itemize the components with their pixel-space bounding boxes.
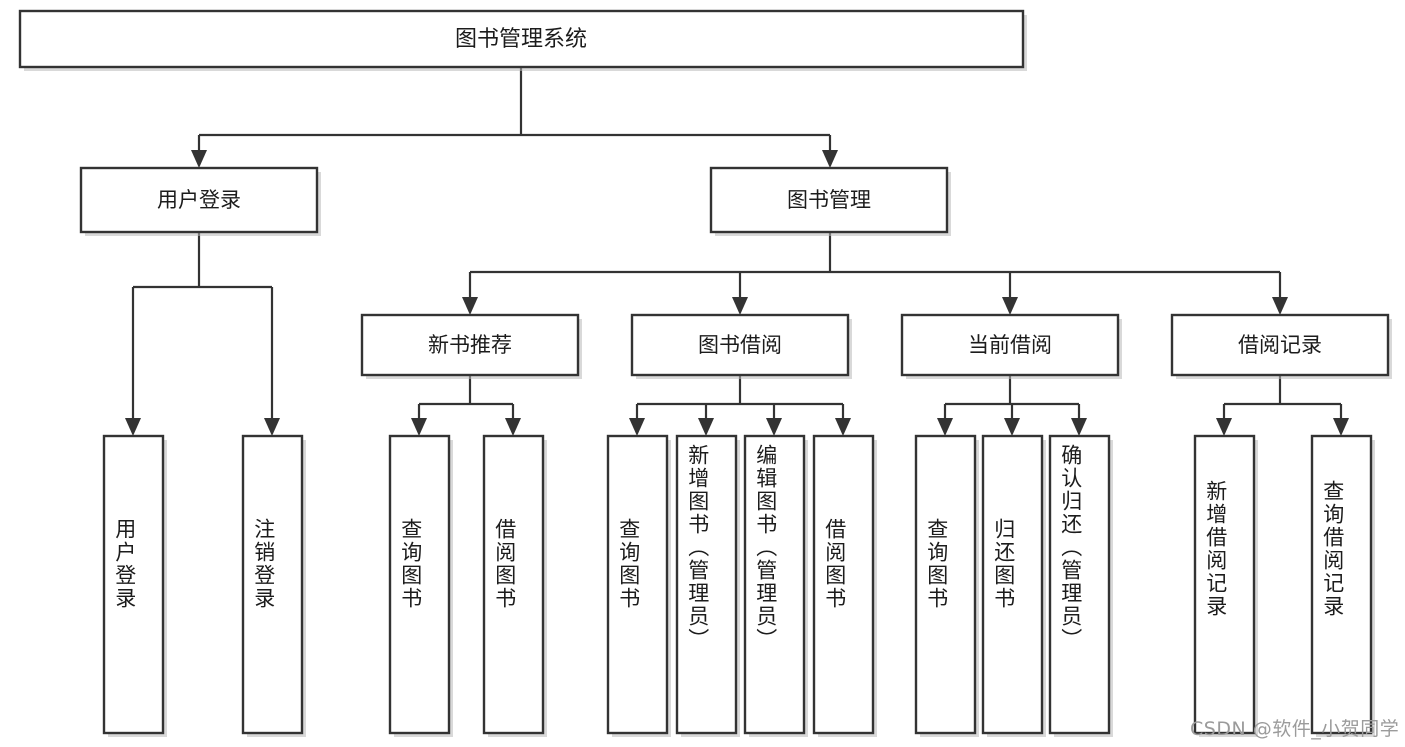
arrow-head-leaf-edit-book-admin — [766, 418, 782, 436]
node-book-borrowing-label: 图书借阅 — [698, 333, 782, 357]
node-borrowing-records[interactable] — [1170, 313, 1390, 377]
arrow-head-leaf-return-book — [1004, 418, 1020, 436]
node-book-borrowing[interactable] — [630, 313, 850, 377]
leaf-query-book-borrow-box[interactable] — [606, 434, 669, 735]
node-new-book-recommendation[interactable] — [360, 313, 580, 377]
arrow-head-leaf-user-login — [125, 418, 141, 436]
node-book-management-label: 图书管理 — [787, 188, 871, 212]
arrow-head-leaf-add-record — [1216, 418, 1232, 436]
node-user-login-label: 用户登录 — [157, 188, 241, 212]
leaf-add-record-box[interactable] — [1193, 434, 1256, 735]
leaf-add-book-admin-box[interactable] — [675, 434, 738, 735]
leaf-user-login-box[interactable] — [102, 434, 165, 735]
leaf-return-book-box[interactable] — [981, 434, 1044, 735]
leaf-query-book-current-box[interactable] — [914, 434, 977, 735]
node-book-management[interactable] — [709, 166, 949, 234]
arrow-head-new-book-recommendation — [462, 297, 478, 315]
arrow-head-leaf-borrow-book-rec — [505, 418, 521, 436]
node-new-book-recommendation-label: 新书推荐 — [428, 333, 512, 357]
arrow-head-leaf-logout — [264, 418, 280, 436]
arrow-head-book-management — [822, 150, 838, 168]
root-node-label: 图书管理系统 — [455, 27, 587, 52]
csdn-watermark: CSDN @软件_小贺同学 — [1190, 718, 1400, 740]
leaf-query-record-box[interactable] — [1310, 434, 1373, 735]
leaf-logout-box[interactable] — [241, 434, 304, 735]
arrow-head-user-login — [191, 150, 207, 168]
arrow-head-leaf-query-record — [1333, 418, 1349, 436]
leaf-borrow-book-rec-box[interactable] — [482, 434, 545, 735]
arrow-head-leaf-borrow-book — [835, 418, 851, 436]
node-borrowing-records-label: 借阅记录 — [1238, 333, 1322, 357]
root-node-box[interactable] — [18, 9, 1025, 69]
node-user-login[interactable] — [79, 166, 319, 234]
arrow-head-leaf-query-book-rec — [411, 418, 427, 436]
leaf-edit-book-admin-box[interactable] — [743, 434, 806, 735]
arrow-head-leaf-query-book-borrow — [629, 418, 645, 436]
arrow-head-borrowing-records — [1272, 297, 1288, 315]
node-layer: 图书管理系统 用户登录 图书管理 新书推荐 图书借阅 当前借阅 借阅记录 — [18, 9, 1392, 737]
leaf-confirm-return-admin-box[interactable] — [1048, 434, 1111, 735]
arrow-head-leaf-add-book-admin — [698, 418, 714, 436]
leaf-query-book-rec-box[interactable] — [388, 434, 451, 735]
connector-layer — [125, 67, 1349, 436]
arrow-head-book-borrowing — [732, 297, 748, 315]
arrow-head-current-borrowing — [1002, 297, 1018, 315]
arrow-head-leaf-confirm-return-admin — [1071, 418, 1087, 436]
arrow-head-leaf-query-book-current — [937, 418, 953, 436]
leaf-borrow-book-box[interactable] — [812, 434, 875, 735]
node-current-borrowing-label: 当前借阅 — [968, 333, 1052, 357]
node-current-borrowing[interactable] — [900, 313, 1120, 377]
